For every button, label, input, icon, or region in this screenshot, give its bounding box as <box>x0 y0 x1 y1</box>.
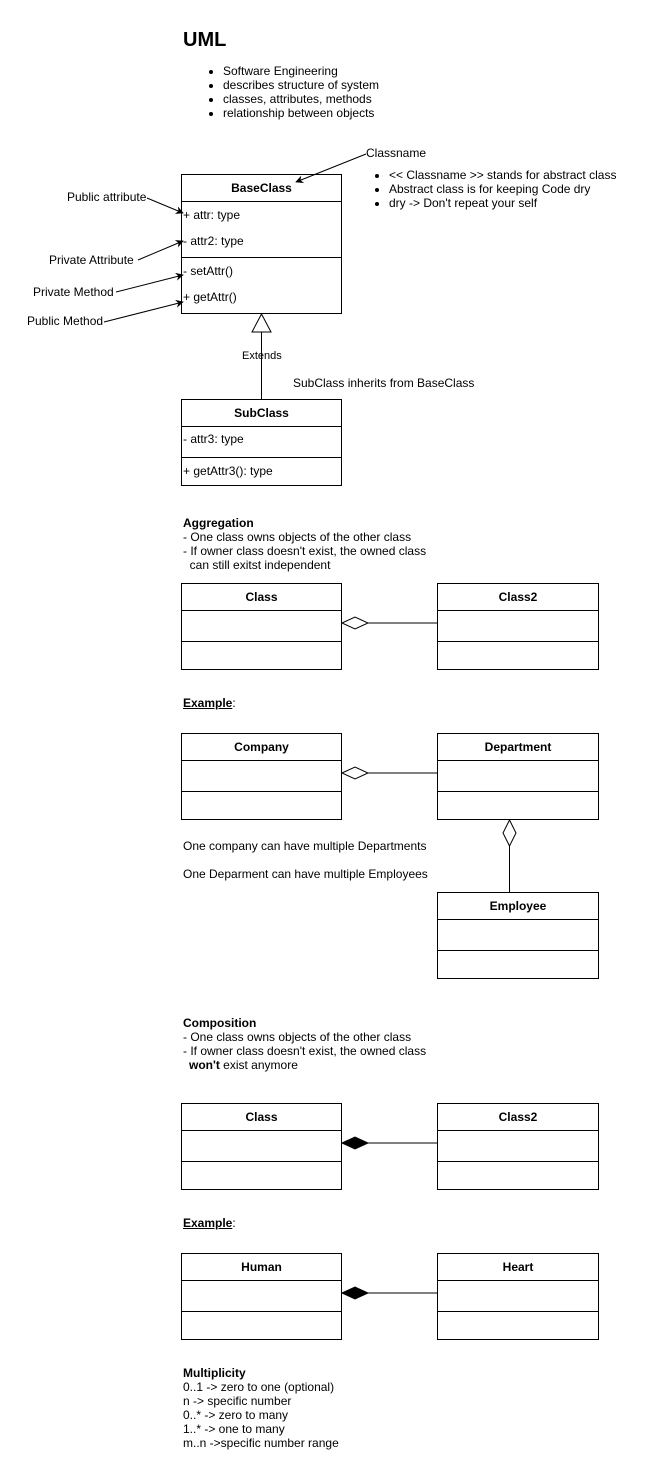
classname-label: Classname <box>366 146 427 160</box>
intro-bullet: classes, attributes, methods <box>223 92 379 106</box>
multiplicity-line: 0..1 -> zero to one (optional) <box>183 1380 335 1394</box>
class-attributes-section <box>438 920 598 951</box>
example-label-colon: : <box>232 696 236 710</box>
composition-right-class-name: Class2 <box>438 1104 598 1131</box>
private-attribute-arrow <box>137 240 184 261</box>
composition-line: - One class owns objects of the other cl… <box>183 1030 412 1044</box>
intro-bullet: relationship between objects <box>223 106 379 120</box>
sub-class-box: SubClass - attr3: type + getAttr3(): typ… <box>181 399 342 486</box>
class-attributes-section <box>438 1131 598 1162</box>
class-attributes-section <box>182 1131 341 1162</box>
example-label-colon: : <box>232 1216 236 1230</box>
multiplicity-line: 1..* -> one to many <box>183 1422 285 1436</box>
department-employees-note: One Deparment can have multiple Employee… <box>183 867 428 881</box>
intro-bullet: Software Engineering <box>223 64 379 78</box>
base-class-box: BaseClass + attr: type - attr2: type - s… <box>181 174 342 314</box>
base-class-attribute: + attr: type <box>183 208 241 222</box>
company-aggregation-diamond <box>340 766 370 780</box>
aggregation-left-class-name: Class <box>182 584 341 611</box>
heart-class-name: Heart <box>438 1254 598 1281</box>
public-attribute-arrow <box>146 197 184 214</box>
abstract-bullet-list: << Classname >> stands for abstract clas… <box>349 168 616 210</box>
class-attributes-section <box>438 761 598 792</box>
department-class-name: Department <box>438 734 598 761</box>
composition-wont-text: won't <box>189 1058 220 1072</box>
sub-class-name: SubClass <box>182 400 341 427</box>
sub-class-attributes: - attr3: type <box>182 427 341 458</box>
department-aggregation-diamond <box>502 818 517 848</box>
classname-arrow <box>295 153 367 184</box>
inherits-note: SubClass inherits from BaseClass <box>293 376 475 390</box>
human-class: Human <box>181 1253 342 1340</box>
multiplicity-line: m..n ->specific number range <box>183 1436 339 1450</box>
base-class-method: + getAttr() <box>183 290 237 304</box>
public-method-arrow <box>103 299 184 323</box>
example-label-text: Example <box>183 696 233 710</box>
class-attributes-section <box>182 611 341 642</box>
multiplicity-line: n -> specific number <box>183 1394 292 1408</box>
composition-line: - If owner class doesn't exist, the owne… <box>183 1044 427 1058</box>
company-class: Company <box>181 733 342 820</box>
multiplicity-heading: Multiplicity <box>183 1366 246 1380</box>
composition-left-class: Class <box>181 1103 342 1190</box>
base-class-name: BaseClass <box>182 175 341 202</box>
composition-diamond <box>340 1136 370 1150</box>
private-attribute-label: Private Attribute <box>49 253 134 267</box>
base-class-attributes: + attr: type - attr2: type <box>182 202 341 258</box>
abstract-bullet: dry -> Don't repeat your self <box>389 196 616 210</box>
base-class-method: - setAttr() <box>183 264 233 278</box>
class-attributes-section <box>438 611 598 642</box>
sub-class-methods: + getAttr3(): type <box>182 458 341 485</box>
intro-bullet: describes structure of system <box>223 78 379 92</box>
intro-bullet-list: Software Engineering describes structure… <box>183 64 379 120</box>
composition-right-class: Class2 <box>437 1103 599 1190</box>
human-class-name: Human <box>182 1254 341 1281</box>
example-label-text: Example <box>183 1216 233 1230</box>
aggregation-heading: Aggregation <box>183 516 254 530</box>
aggregation-line: - If owner class doesn't exist, the owne… <box>183 544 427 558</box>
private-method-label: Private Method <box>33 285 114 299</box>
base-class-attribute: - attr2: type <box>183 234 244 248</box>
company-class-name: Company <box>182 734 341 761</box>
class-attributes-section <box>438 1281 598 1312</box>
class-attributes-section <box>182 1281 341 1312</box>
sub-class-method: + getAttr3(): type <box>183 464 273 478</box>
inheritance-triangle <box>251 312 272 333</box>
base-class-methods: - setAttr() + getAttr() <box>182 258 341 313</box>
aggregation-diamond <box>340 616 370 630</box>
sub-class-attribute: - attr3: type <box>183 432 244 446</box>
heart-class: Heart <box>437 1253 599 1340</box>
aggregation-example-label: Example: <box>183 696 236 710</box>
aggregation-right-class-name: Class2 <box>438 584 598 611</box>
abstract-bullet: Abstract class is for keeping Code dry <box>389 182 616 196</box>
composition-line-3-rest: exist anymore <box>219 1058 298 1072</box>
composition-line-3: won't exist anymore <box>189 1058 298 1072</box>
aggregation-left-class: Class <box>181 583 342 670</box>
aggregation-line: - One class owns objects of the other cl… <box>183 530 412 544</box>
private-method-arrow <box>115 272 184 293</box>
class-attributes-section <box>182 761 341 792</box>
aggregation-line: can still exitst independent <box>183 558 331 572</box>
composition-left-class-name: Class <box>182 1104 341 1131</box>
employee-class-name: Employee <box>438 893 598 920</box>
department-class: Department <box>437 733 599 820</box>
employee-class: Employee <box>437 892 599 979</box>
multiplicity-line: 0..* -> zero to many <box>183 1408 289 1422</box>
aggregation-right-class: Class2 <box>437 583 599 670</box>
composition-heading: Composition <box>183 1016 257 1030</box>
public-attribute-label: Public attribute <box>67 190 147 204</box>
public-method-label: Public Method <box>27 314 104 328</box>
abstract-bullet: << Classname >> stands for abstract clas… <box>389 168 616 182</box>
page-title: UML <box>183 29 227 51</box>
human-composition-diamond <box>340 1286 370 1300</box>
company-departments-note: One company can have multiple Department… <box>183 839 427 853</box>
composition-example-label: Example: <box>183 1216 236 1230</box>
